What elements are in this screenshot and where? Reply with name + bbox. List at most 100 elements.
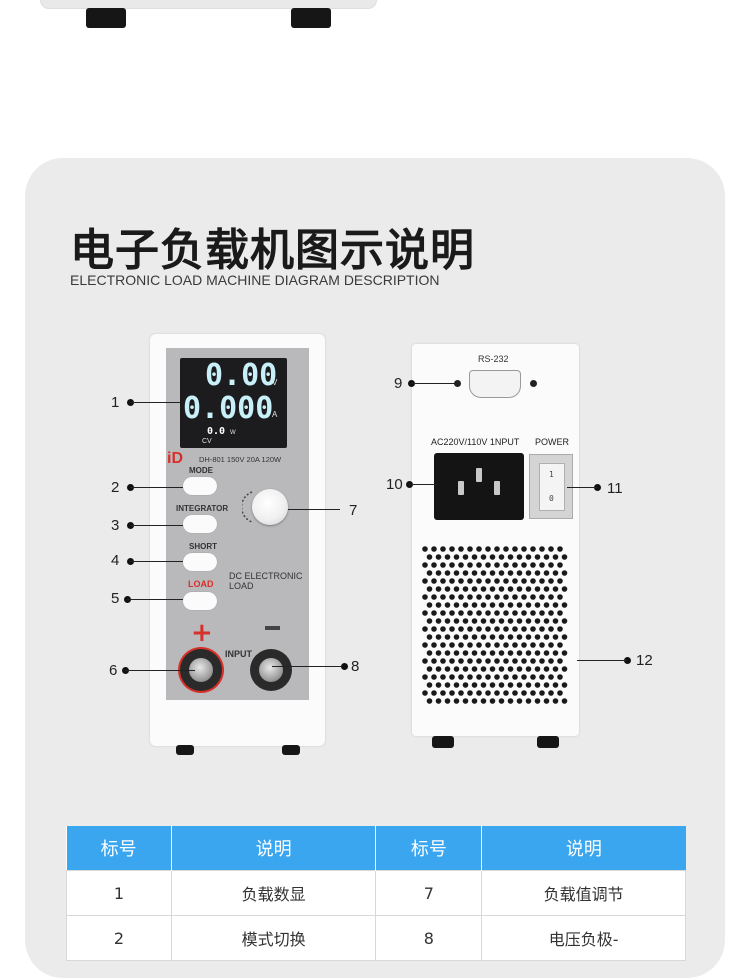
- callout-10-line: [409, 484, 437, 485]
- vent-hole: [512, 562, 518, 568]
- short-label: SHORT: [189, 542, 217, 551]
- vent-hole: [458, 642, 464, 648]
- page-subtitle: ELECTRONIC LOAD MACHINE DIAGRAM DESCRIPT…: [70, 272, 440, 288]
- vent-hole: [494, 690, 500, 696]
- vent-hole: [471, 586, 478, 592]
- vent-hole: [498, 554, 505, 560]
- top-device-foot-left: [86, 8, 126, 28]
- vent-hole: [462, 570, 469, 576]
- callout-6: 6: [109, 662, 118, 679]
- vent-hole: [516, 698, 523, 704]
- vent-hole: [435, 682, 442, 688]
- vent-hole: [458, 594, 464, 600]
- load-button[interactable]: [183, 592, 217, 610]
- vent-hole: [480, 698, 487, 704]
- vent-hole: [440, 674, 446, 680]
- vent-hole: [476, 674, 482, 680]
- vent-hole: [552, 650, 559, 656]
- vent-hole: [489, 602, 496, 608]
- table-cell: 8: [375, 915, 483, 961]
- vent-hole: [440, 626, 446, 632]
- vent-hole: [476, 658, 482, 664]
- vent-hole: [480, 666, 487, 672]
- table-cell: 2: [66, 915, 172, 961]
- table-header-row: 标号 说明 标号 说明: [66, 826, 686, 871]
- back-device-foot-left: [432, 736, 454, 748]
- vent-hole: [435, 634, 442, 640]
- vent-hole: [512, 546, 518, 552]
- vent-hole: [516, 682, 523, 688]
- table-cell: 负载数显: [170, 870, 377, 916]
- mode-button[interactable]: [183, 477, 217, 495]
- vent-hole: [512, 626, 518, 632]
- vent-hole: [561, 666, 568, 672]
- vent-hole: [485, 546, 491, 552]
- vent-hole: [516, 618, 523, 624]
- vent-hole: [426, 650, 433, 656]
- screw-right: [530, 380, 537, 387]
- rs232-port[interactable]: [469, 370, 521, 398]
- vent-hole: [525, 586, 532, 592]
- vent-hole: [440, 546, 446, 552]
- adjust-knob[interactable]: [252, 489, 288, 525]
- callout-8-line: [272, 666, 342, 667]
- integrator-button[interactable]: [183, 515, 217, 533]
- vent-hole: [431, 546, 437, 552]
- ac-power-socket[interactable]: [434, 453, 524, 520]
- vent-hole: [422, 674, 428, 680]
- vent-hole: [471, 682, 478, 688]
- vent-hole: [561, 634, 568, 640]
- vent-hole: [453, 698, 460, 704]
- vent-hole: [543, 554, 550, 560]
- vent-hole: [521, 610, 527, 616]
- vent-hole: [435, 650, 442, 656]
- vent-hole: [471, 602, 478, 608]
- vent-hole: [530, 562, 536, 568]
- vent-hole: [552, 682, 559, 688]
- vent-hole: [557, 546, 563, 552]
- vent-hole: [476, 610, 482, 616]
- display-voltage: 0.00: [205, 358, 278, 393]
- vent-hole: [548, 658, 554, 664]
- vent-hole: [426, 586, 433, 592]
- vent-hole: [539, 578, 545, 584]
- power-switch[interactable]: 1 0: [529, 454, 573, 519]
- vent-hole: [530, 690, 536, 696]
- vent-hole: [521, 594, 527, 600]
- vent-hole: [435, 586, 442, 592]
- display-power: 0.0: [207, 426, 226, 437]
- vent-hole: [494, 642, 500, 648]
- callout-9: 9: [394, 375, 403, 392]
- vent-hole: [503, 578, 509, 584]
- vent-hole: [449, 594, 455, 600]
- vent-hole: [489, 698, 496, 704]
- vent-hole: [498, 570, 505, 576]
- vent-hole: [462, 554, 469, 560]
- negative-terminal[interactable]: [250, 649, 292, 691]
- vent-hole: [449, 658, 455, 664]
- vent-hole: [453, 554, 460, 560]
- vent-hole: [507, 618, 514, 624]
- vent-hole: [507, 698, 514, 704]
- vent-hole: [458, 610, 464, 616]
- vent-hole: [525, 682, 532, 688]
- vent-hole: [449, 610, 455, 616]
- vent-hole: [525, 650, 532, 656]
- positive-terminal[interactable]: [180, 649, 222, 691]
- vent-hole: [422, 546, 428, 552]
- vent-hole: [476, 626, 482, 632]
- vent-hole: [426, 698, 433, 704]
- vent-hole: [534, 570, 541, 576]
- callout-3-line: [130, 525, 183, 526]
- power-switch-rocker[interactable]: 1 0: [539, 463, 565, 511]
- vent-hole: [422, 610, 428, 616]
- vent-hole: [503, 594, 509, 600]
- vent-hole: [534, 602, 541, 608]
- vent-hole: [525, 602, 532, 608]
- vent-hole: [561, 682, 568, 688]
- rs232-label: RS-232: [478, 354, 509, 364]
- vent-hole: [530, 626, 536, 632]
- short-button[interactable]: [183, 553, 217, 571]
- vent-hole: [516, 570, 523, 576]
- vent-hole: [422, 562, 428, 568]
